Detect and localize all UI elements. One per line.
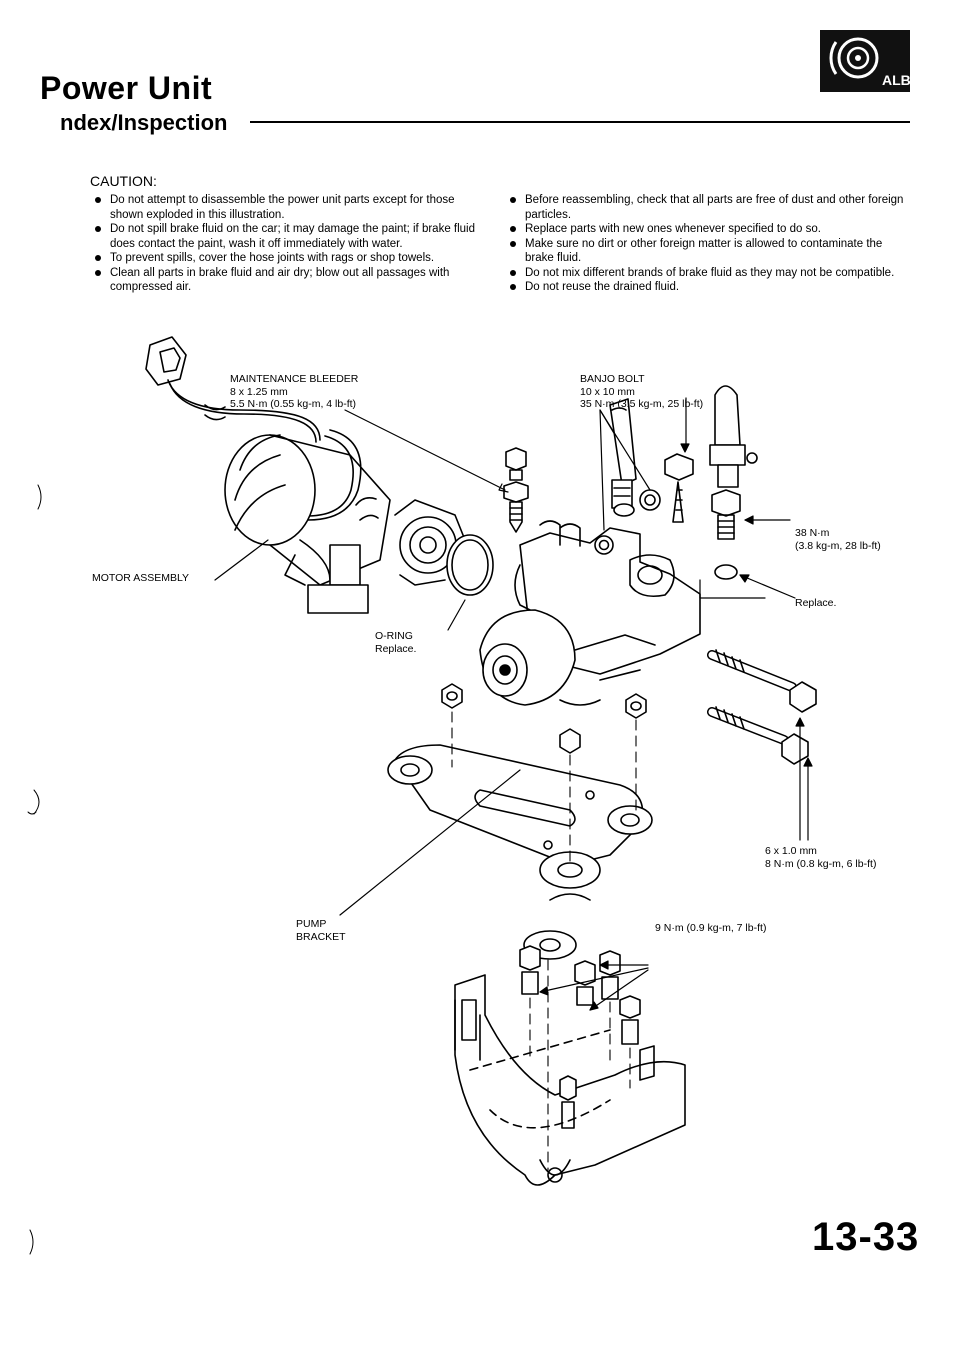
abs-section-icon: ALB	[820, 30, 910, 92]
pump-bracket-lower	[454, 974, 686, 1186]
caution-item: To prevent spills, cover the hose joints…	[92, 251, 477, 266]
page-title: Power Unit	[40, 70, 213, 106]
abs-badge-label: ALB	[882, 72, 910, 88]
caution-list-left: Do not attempt to disassemble the power …	[92, 193, 477, 295]
pump-bracket-plate	[387, 744, 653, 960]
banjo-fitting	[594, 398, 694, 555]
washer-replace-label: Replace.	[795, 597, 837, 609]
fitting-torque-label: 38 N·m (3.8 kg-m, 28 lb-ft)	[795, 527, 881, 552]
caution-item: Before reassembling, check that all part…	[507, 193, 905, 222]
caution-item: Do not attempt to disassemble the power …	[92, 193, 477, 222]
margin-marks	[27, 484, 42, 1255]
o-ring	[446, 534, 494, 596]
caution-item: Make sure no dirt or other foreign matte…	[507, 237, 905, 266]
caution-item: Do not spill brake fluid on the car; it …	[92, 222, 477, 251]
leader-lines	[214, 397, 813, 1011]
caution-item: Do not mix different brands of brake flu…	[507, 266, 905, 281]
maintenance-bleeder-label: MAINTENANCE BLEEDER 8 x 1.25 mm 5.5 N·m …	[230, 373, 359, 410]
maintenance-bleeder	[503, 447, 529, 533]
long-bolts	[707, 649, 817, 765]
caution-item: Clean all parts in brake fluid and air d…	[92, 266, 477, 295]
modulator-body	[479, 520, 701, 706]
subtitle-rule	[250, 121, 910, 123]
nuts	[441, 683, 647, 754]
bracket-bolt-label: 6 x 1.0 mm 8 N·m (0.8 kg-m, 6 lb-ft)	[765, 845, 877, 870]
page-subtitle: ndex/Inspection	[60, 110, 228, 135]
pump-bracket-label: PUMP BRACKET	[296, 918, 346, 943]
o-ring-label: O-RING Replace.	[375, 630, 417, 655]
stud-torque-label: 9 N·m (0.9 kg-m, 7 lb-ft)	[655, 922, 767, 934]
motor-assembly	[145, 336, 466, 614]
caution-item: Do not reuse the drained fluid.	[507, 280, 905, 295]
banjo-bolt-label: BANJO BOLT 10 x 10 mm 35 N·m (3.5 kg-m, …	[580, 373, 704, 410]
hose-fitting	[709, 385, 758, 580]
caution-heading: CAUTION:	[90, 173, 157, 189]
caution-item: Replace parts with new ones whenever spe…	[507, 222, 905, 237]
page-number: 13-33	[812, 1215, 920, 1259]
caution-list-right: Before reassembling, check that all part…	[507, 193, 905, 295]
motor-assembly-label: MOTOR ASSEMBLY	[92, 572, 190, 584]
